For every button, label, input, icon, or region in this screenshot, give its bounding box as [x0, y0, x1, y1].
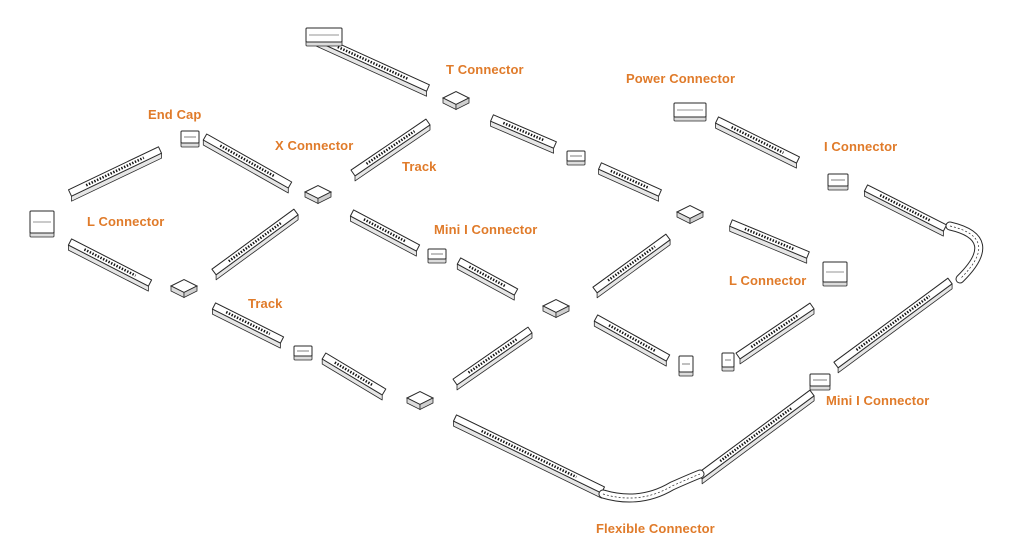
track-l-bottom-top	[67, 238, 153, 287]
track-xconn-lower-edge	[213, 210, 293, 269]
label-track-bottom: Track	[248, 296, 283, 311]
track-top-mid-edge	[495, 115, 555, 142]
track-top-diag-slot	[365, 130, 416, 165]
track-center-diag	[596, 239, 671, 299]
label-end-cap: End Cap	[148, 107, 202, 122]
track-long-right-upper-edge	[835, 279, 947, 362]
track-xconn-lower-top	[211, 208, 299, 276]
track-l-right-diag-top	[735, 302, 815, 360]
track-top-diag-edge	[352, 119, 425, 170]
track-l-right-diag	[739, 308, 815, 365]
label-flexible-connector: Flexible Connector	[596, 521, 715, 536]
track-bottom-diag-top	[452, 326, 533, 386]
track-center-right-edge	[599, 315, 669, 355]
track-l-right-diag-edge	[737, 303, 809, 353]
t-connector-left-side-r	[183, 285, 198, 299]
track-bottom-left-slot	[225, 310, 271, 336]
track-i-right	[864, 190, 944, 237]
track-bottom-left-edge	[217, 303, 282, 337]
t-connector-bottom-side-r	[419, 397, 434, 411]
label-x-connector: X Connector	[275, 138, 354, 153]
label-l-connector-left: L Connector	[87, 214, 165, 229]
label-mini-i-connector-mid: Mini I Connector	[434, 222, 538, 237]
track-l-bottom-edge	[73, 239, 150, 280]
track-center-diag-top	[592, 233, 671, 294]
track-bottom-mid	[321, 358, 383, 401]
track-power-edge	[720, 117, 798, 157]
label-t-connector: T Connector	[446, 62, 524, 77]
label-i-connector: I Connector	[824, 139, 898, 154]
track-bottom-diag	[456, 332, 533, 391]
track-long-bottom	[453, 420, 602, 499]
track-l-right-diag-slot	[750, 313, 800, 349]
track-l-right-top	[729, 219, 810, 259]
track-center-right	[593, 320, 667, 367]
track-top-mid-slot	[502, 121, 545, 142]
track-bottom-left	[211, 308, 281, 349]
track-xconn-left-edge	[208, 134, 291, 182]
track-xconn-left-slot	[219, 144, 276, 178]
track-power-slot	[731, 126, 784, 154]
t-connector-top-side-r	[455, 97, 470, 111]
x-connector-center-side-r	[555, 305, 570, 319]
track-bottom-diag-edge	[454, 328, 527, 379]
track-l-bottom-slot	[83, 248, 137, 277]
track-mini-right-edge	[462, 258, 517, 289]
flexible-connector-bottom-ribs	[602, 473, 701, 499]
track-right-upper-edge	[603, 163, 660, 190]
track-long-bottom-top	[453, 414, 605, 494]
flexible-connector-right-ribs	[949, 225, 979, 280]
label-power-connector: Power Connector	[626, 71, 736, 86]
label-l-connector-right: L Connector	[729, 273, 807, 288]
track-center-right-top	[593, 314, 671, 362]
track-long-right-lower	[701, 395, 815, 485]
label-track-top: Track	[402, 159, 437, 174]
track-i-right-slot	[879, 194, 932, 222]
t-connector-right-side-r	[689, 211, 704, 225]
track-l-bottom	[68, 244, 149, 292]
track-xconn-lower	[215, 214, 299, 281]
track-long-right-upper	[837, 283, 953, 374]
track-mini-left-slot	[363, 218, 407, 243]
track-center-diag-slot	[607, 245, 656, 282]
track-mini-left-top	[349, 209, 421, 252]
track-power	[715, 122, 797, 169]
track-endcap-top	[68, 146, 162, 197]
track-long-bottom-slot	[481, 429, 577, 479]
track-mini-right-top	[456, 257, 519, 296]
track-endcap-edge	[70, 147, 157, 190]
track-power-top	[715, 116, 800, 164]
track-l-right-edge	[734, 220, 808, 252]
track-top-left	[316, 40, 428, 97]
track-l-right	[729, 225, 808, 264]
track-mini-left-edge	[355, 210, 419, 245]
track-right-upper-slot	[610, 169, 650, 190]
track-center-diag-edge	[594, 235, 665, 287]
track-endcap	[71, 152, 162, 202]
track-long-bottom-edge	[458, 415, 603, 487]
track-bottom-mid-edge	[327, 353, 385, 389]
track-long-right-upper-slot	[855, 295, 931, 351]
track-mini-left	[349, 215, 417, 257]
track-xconn-lower-slot	[228, 221, 282, 263]
track-long-right-lower-edge	[699, 391, 809, 473]
flexible-connector-bottom	[599, 470, 704, 502]
label-mini-i-connector-right: Mini I Connector	[826, 393, 930, 408]
track-long-right-lower-top	[697, 389, 815, 480]
track-i-right-edge	[869, 185, 945, 225]
track-top-left-slot	[337, 45, 409, 81]
track-mini-right-slot	[468, 265, 507, 288]
track-bottom-mid-slot	[334, 361, 374, 387]
x-connector-left-side-r	[317, 191, 332, 205]
track-bottom-diag-slot	[467, 338, 518, 374]
